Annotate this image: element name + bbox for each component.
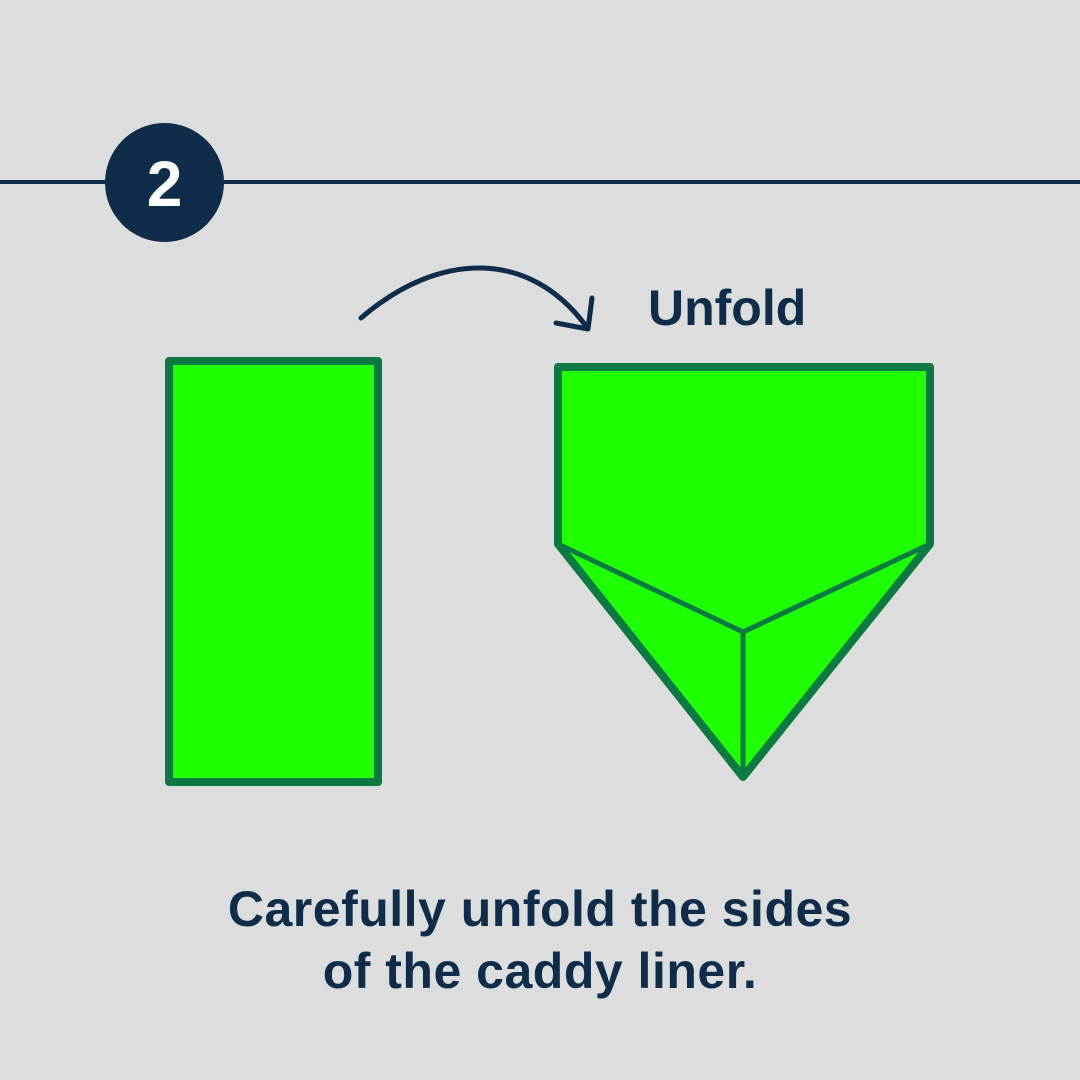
header-divider-line (0, 180, 1080, 184)
unfold-label: Unfold (648, 280, 807, 336)
caption-line-2: of the caddy liner. (322, 943, 758, 999)
folded-liner-shape (165, 357, 382, 786)
instruction-caption: Carefully unfold the sides of the caddy … (140, 878, 940, 1002)
curved-arrow-right-icon (358, 265, 595, 332)
step-number-badge: 2 (105, 123, 224, 242)
caption-line-1: Carefully unfold the sides (227, 881, 853, 937)
unfolded-liner-shape (554, 363, 934, 781)
step-number: 2 (146, 147, 183, 220)
